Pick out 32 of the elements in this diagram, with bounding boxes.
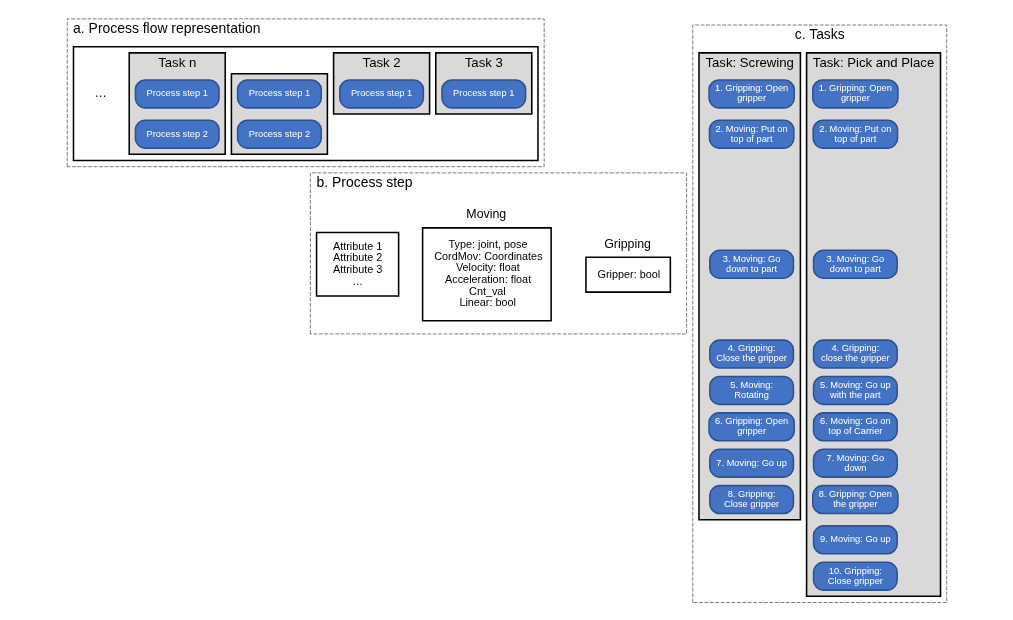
node-label: Gripping bbox=[603, 236, 651, 251]
node-box: 3. Moving: Go down to part bbox=[708, 249, 794, 279]
node-box: 5. Moving: Go up with the part bbox=[812, 375, 898, 406]
label: … bbox=[93, 85, 107, 100]
node-box: 4. Gripping: close the gripper bbox=[812, 339, 898, 369]
node-box: 4. Gripping: Close the gripper bbox=[708, 339, 794, 369]
node-box: 2. Moving: Put on top of part bbox=[811, 119, 898, 149]
node-box: Process step 1 bbox=[338, 79, 424, 109]
node-box: 3. Moving: Go down to part bbox=[812, 249, 898, 279]
node-box: 1. Gripping: Open gripper bbox=[707, 79, 795, 109]
node-box: 10. Gripping: Close gripper bbox=[812, 561, 898, 591]
node-box: Process step 2 bbox=[236, 119, 322, 149]
node-box: 6. Gripping: Open gripper bbox=[707, 412, 795, 442]
node-box: 7. Moving: Go down bbox=[812, 448, 898, 478]
node-box: 6. Moving: Go on top of Carrier bbox=[812, 412, 898, 442]
node-box: 7. Moving: Go up bbox=[708, 448, 794, 478]
node-box: 9. Moving: Go up bbox=[812, 525, 898, 555]
node-box: Gripper: bool bbox=[584, 256, 671, 293]
node-box: Type: joint, pose CordMov: Coordinates Velocity: float Acceleration: float Cnt_val Linear: bool bbox=[421, 227, 552, 322]
node-box: Attribute 1 Attribute 2 Attribute 3 … bbox=[315, 231, 399, 297]
node-box: 8. Gripping: Close gripper bbox=[708, 484, 794, 515]
node-box: Process step 2 bbox=[134, 119, 220, 149]
node-box: Process step 1 bbox=[236, 79, 322, 109]
node-box: 8. Gripping: Open the gripper bbox=[811, 484, 899, 515]
node-box: 2. Moving: Put on top of part bbox=[708, 119, 795, 149]
cluster bbox=[230, 73, 328, 156]
node-box: 5. Moving: Rotating bbox=[708, 375, 794, 406]
cluster bbox=[72, 45, 539, 162]
node-box: Process step 1 bbox=[440, 79, 526, 109]
node-box: 1. Gripping: Open gripper bbox=[811, 79, 899, 109]
node-label: Moving bbox=[465, 207, 506, 222]
node-box: Process step 1 bbox=[134, 79, 220, 109]
